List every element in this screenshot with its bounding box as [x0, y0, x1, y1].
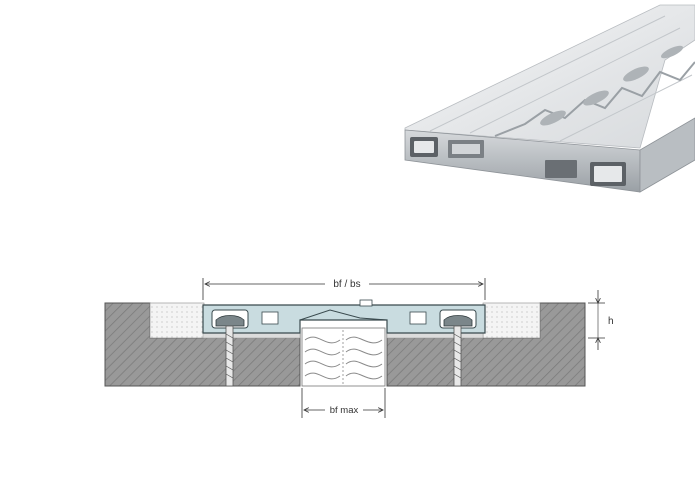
zigzag-joint-icon — [494, 61, 695, 137]
compressible-filler-icon — [301, 327, 386, 387]
height-label: h — [608, 316, 614, 327]
dimension-top: bf / bs — [202, 276, 486, 300]
cross-section — [104, 299, 586, 387]
bedding-mortar-left — [149, 302, 205, 339]
profile-end-face — [639, 117, 695, 193]
dimension-bottom: bf max — [301, 388, 386, 418]
bottom-width-label: bf max — [330, 405, 359, 416]
bedding-mortar-right — [482, 302, 541, 339]
screw-anchor-icon — [225, 325, 462, 387]
top-width-label: bf / bs — [333, 279, 360, 290]
aluminium-profile-section — [202, 299, 486, 334]
profile-top-surface — [404, 4, 695, 149]
dimension-height: h — [588, 290, 614, 350]
product-render — [404, 4, 695, 193]
